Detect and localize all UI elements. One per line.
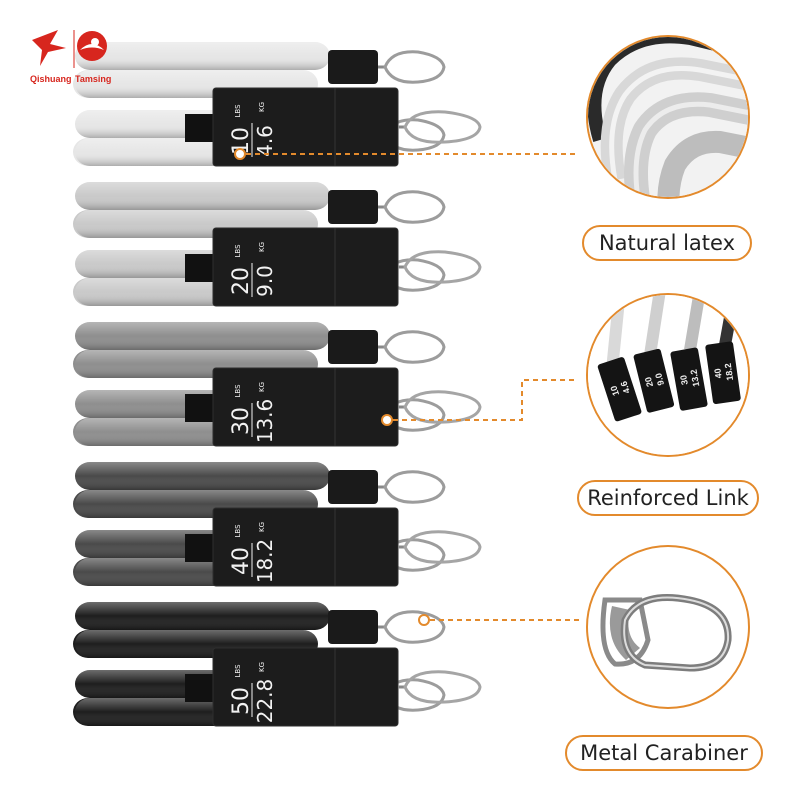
closeup-band-tag: 209.0 (633, 348, 675, 413)
closeup-kg-value: 9.0 (653, 372, 666, 387)
carabiner-icon (383, 538, 446, 572)
handle-connector (328, 330, 378, 364)
carabiner-icon (383, 118, 446, 152)
closeup-kg-value: 13.2 (688, 369, 701, 388)
closeup-band-tag: 104.6 (597, 357, 642, 422)
band-lbs-unit: LBS (234, 664, 242, 678)
handle-connector (328, 610, 378, 644)
band-kg-value: 9.0 (253, 265, 277, 297)
handle-connector (328, 190, 378, 224)
band-kg-unit: KG (258, 102, 266, 112)
band-kg-value: 13.6 (253, 399, 277, 444)
band-tag: 20 LBS 9.0 KG (185, 227, 482, 307)
band-hardware: 10LBS4.6KG20LBS9.0KG30LBS13.6KG40LBS18.2… (185, 50, 482, 727)
band-kg-unit: KG (258, 522, 266, 532)
band-lbs-value: 50 (229, 687, 254, 715)
band-lbs-value: 40 (229, 547, 254, 575)
carabiner-icon (403, 250, 482, 284)
band-tag: 50 LBS 22.8 KG (185, 647, 482, 727)
swallow-logo-icon (32, 30, 66, 66)
band-tag: 30 LBS 13.6 KG (185, 367, 482, 447)
carabiner-icon (383, 330, 446, 364)
feature-label-metal-carabiner: Metal Carabiner (565, 735, 763, 771)
feature-label-natural-latex: Natural latex (582, 225, 752, 261)
handle-connector (328, 50, 378, 84)
band-lbs-unit: LBS (234, 244, 242, 258)
carabiner-icon (403, 110, 482, 144)
callout-connectors (234, 148, 580, 626)
band-kg-value: 18.2 (253, 539, 277, 584)
band-kg-value: 22.8 (253, 679, 277, 724)
band-kg-unit: KG (258, 382, 266, 392)
band-lbs-unit: LBS (234, 384, 242, 398)
carabiner-closeup-icon (586, 545, 750, 709)
carabiner-icon (383, 470, 446, 504)
carabiner-icon (383, 398, 446, 432)
closeup-kg-value: 18.2 (723, 363, 735, 382)
handle-connector (328, 470, 378, 504)
carabiner-icon (383, 610, 446, 644)
carabiner-icon (403, 530, 482, 564)
carabiner-icon (383, 678, 446, 712)
brand-logo: Qishuang Tamsing (30, 30, 111, 84)
brand-name-right: Tamsing (75, 74, 111, 84)
band-kg-unit: KG (258, 662, 266, 672)
sun-logo-icon (77, 31, 107, 61)
band-kg-unit: KG (258, 242, 266, 252)
carabiner-icon (383, 258, 446, 292)
band-lbs-unit: LBS (234, 104, 242, 118)
band-lbs-value: 30 (229, 407, 254, 435)
carabiner-icon (403, 670, 482, 704)
band-lbs-unit: LBS (234, 524, 242, 538)
closeup-kg-value: 4.6 (619, 380, 632, 395)
band-tag: 40 LBS 18.2 KG (185, 507, 482, 587)
band-kg-value: 4.6 (253, 125, 277, 157)
closeup-lbs-value: 20 (643, 376, 655, 388)
band-lbs-value: 20 (229, 267, 254, 295)
feature-label-reinforced-link: Reinforced Link (577, 480, 759, 516)
closeup-lbs-value: 30 (678, 374, 690, 386)
closeup-lbs-value: 40 (712, 368, 723, 379)
carabiner-icon (383, 190, 446, 224)
closeup-lbs-value: 10 (609, 384, 622, 397)
carabiner-icon (383, 50, 446, 84)
latex-closeup-icon (586, 35, 750, 199)
carabiner-icon (403, 390, 482, 424)
brand-name-left: Qishuang (30, 74, 72, 84)
